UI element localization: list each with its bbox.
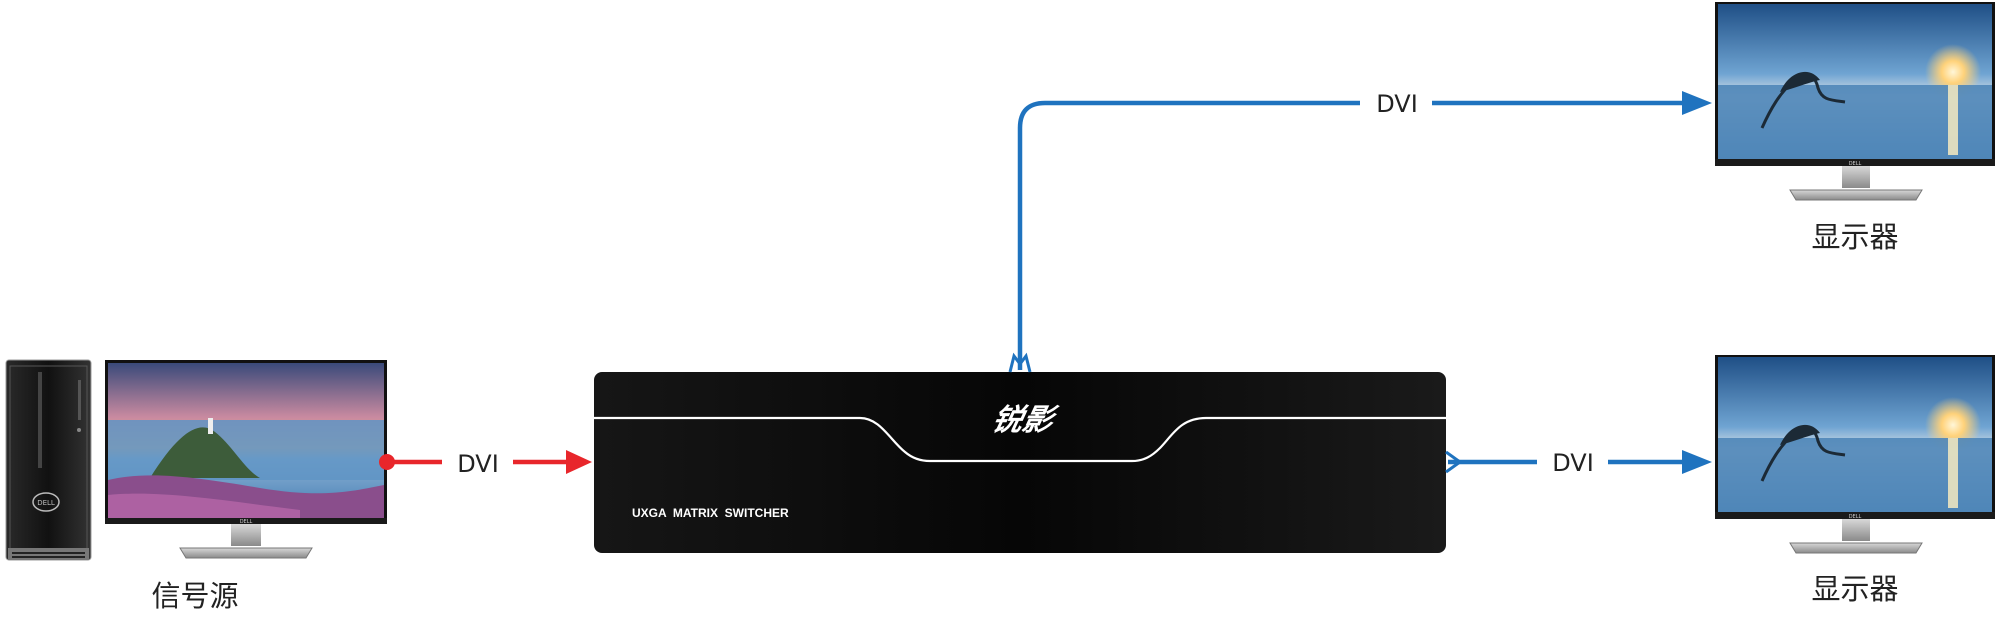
matrix-switcher: 锐影 UXGA MATRIX SWITCHER — [594, 372, 1446, 553]
output-top-connector — [1008, 352, 1032, 373]
display-top: DELL — [1715, 2, 1995, 201]
svg-text:DELL: DELL — [37, 499, 55, 507]
display-bottom-label: 显示器 — [1811, 572, 1898, 606]
model-label: UXGA MATRIX SWITCHER — [632, 506, 789, 520]
source-monitor: DELL — [105, 360, 387, 559]
output-bottom-dvi-label: DVI — [1552, 449, 1594, 477]
pc-dell-logo-icon — [32, 492, 60, 512]
svg-text:DELL: DELL — [1849, 514, 1862, 520]
svg-text:DELL: DELL — [1849, 161, 1862, 167]
input-cable — [379, 450, 592, 474]
brand-logo: 锐影 — [989, 403, 1061, 438]
output-bottom-arrow-icon — [1682, 450, 1712, 474]
output-top-dvi-label: DVI — [1376, 90, 1418, 118]
display-bottom: DELL — [1715, 355, 1995, 554]
source-label: 信号源 — [151, 579, 238, 613]
output-cable-bottom — [1445, 450, 1712, 474]
output-cable-top — [1008, 91, 1712, 373]
display-top-label: 显示器 — [1811, 220, 1898, 254]
input-arrow-icon — [566, 450, 592, 474]
svg-text:DELL: DELL — [240, 519, 253, 525]
pc-tower: DELL — [5, 359, 92, 561]
input-dvi-label: DVI — [457, 450, 499, 478]
output-top-arrow-icon — [1682, 91, 1712, 115]
